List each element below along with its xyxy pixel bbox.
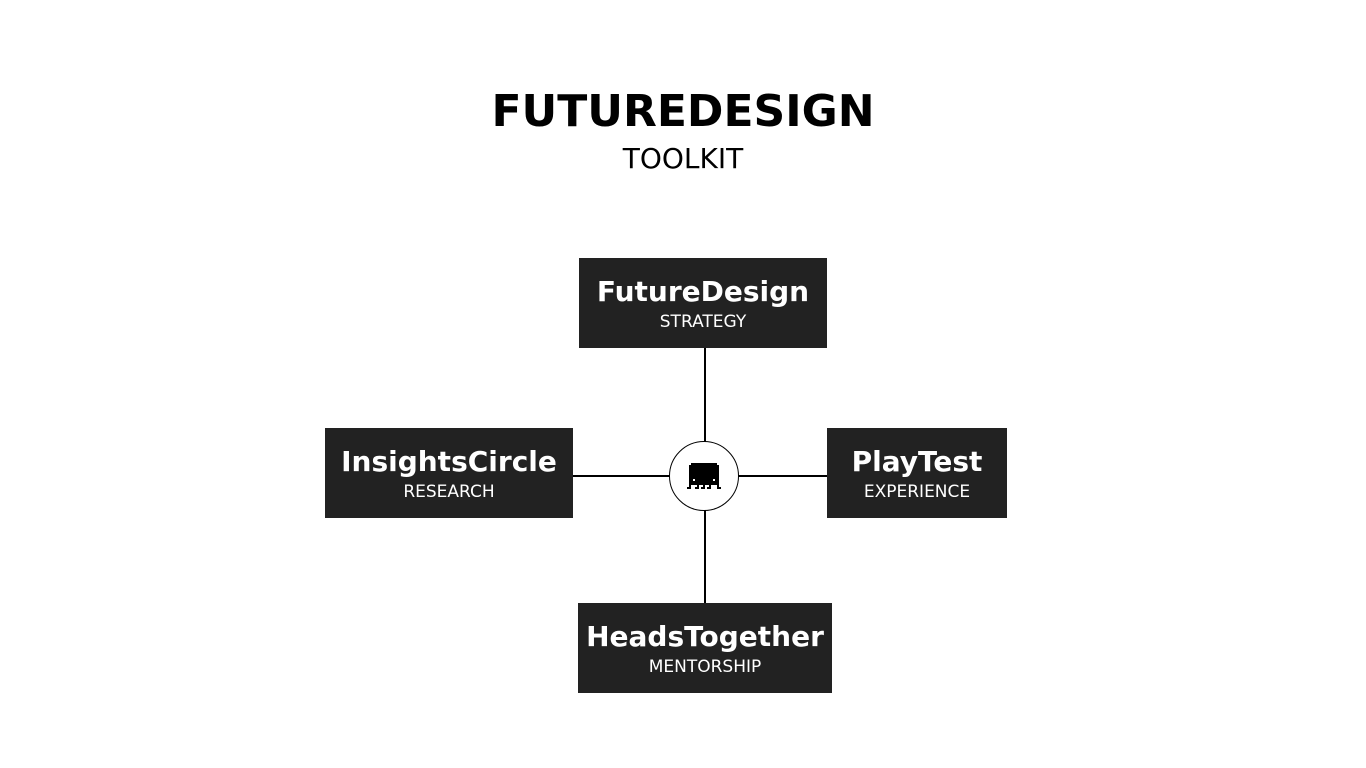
connector-left: [572, 475, 670, 477]
node-experience[interactable]: PlayTest EXPERIENCE: [827, 428, 1007, 518]
node-mentorship[interactable]: HeadsTogether MENTORSHIP: [578, 603, 832, 693]
pixel-octopus-icon: [687, 463, 721, 489]
node-name: InsightsCircle: [341, 445, 557, 478]
node-research[interactable]: InsightsCircle RESEARCH: [325, 428, 573, 518]
page-subtitle: TOOLKIT: [622, 142, 744, 175]
connector-top: [704, 348, 706, 442]
connector-bottom: [704, 509, 706, 604]
node-name: FutureDesign: [596, 275, 810, 308]
page-title: FUTUREDESIGN: [491, 86, 875, 137]
node-name: PlayTest: [851, 445, 983, 478]
center-hub: [669, 441, 739, 511]
node-strategy[interactable]: FutureDesign STRATEGY: [579, 258, 827, 348]
node-label: STRATEGY: [659, 312, 747, 332]
node-label: MENTORSHIP: [648, 657, 762, 677]
node-name: HeadsTogether: [586, 620, 824, 653]
node-label: RESEARCH: [403, 482, 495, 502]
connector-right: [737, 475, 828, 477]
node-label: EXPERIENCE: [863, 482, 971, 502]
